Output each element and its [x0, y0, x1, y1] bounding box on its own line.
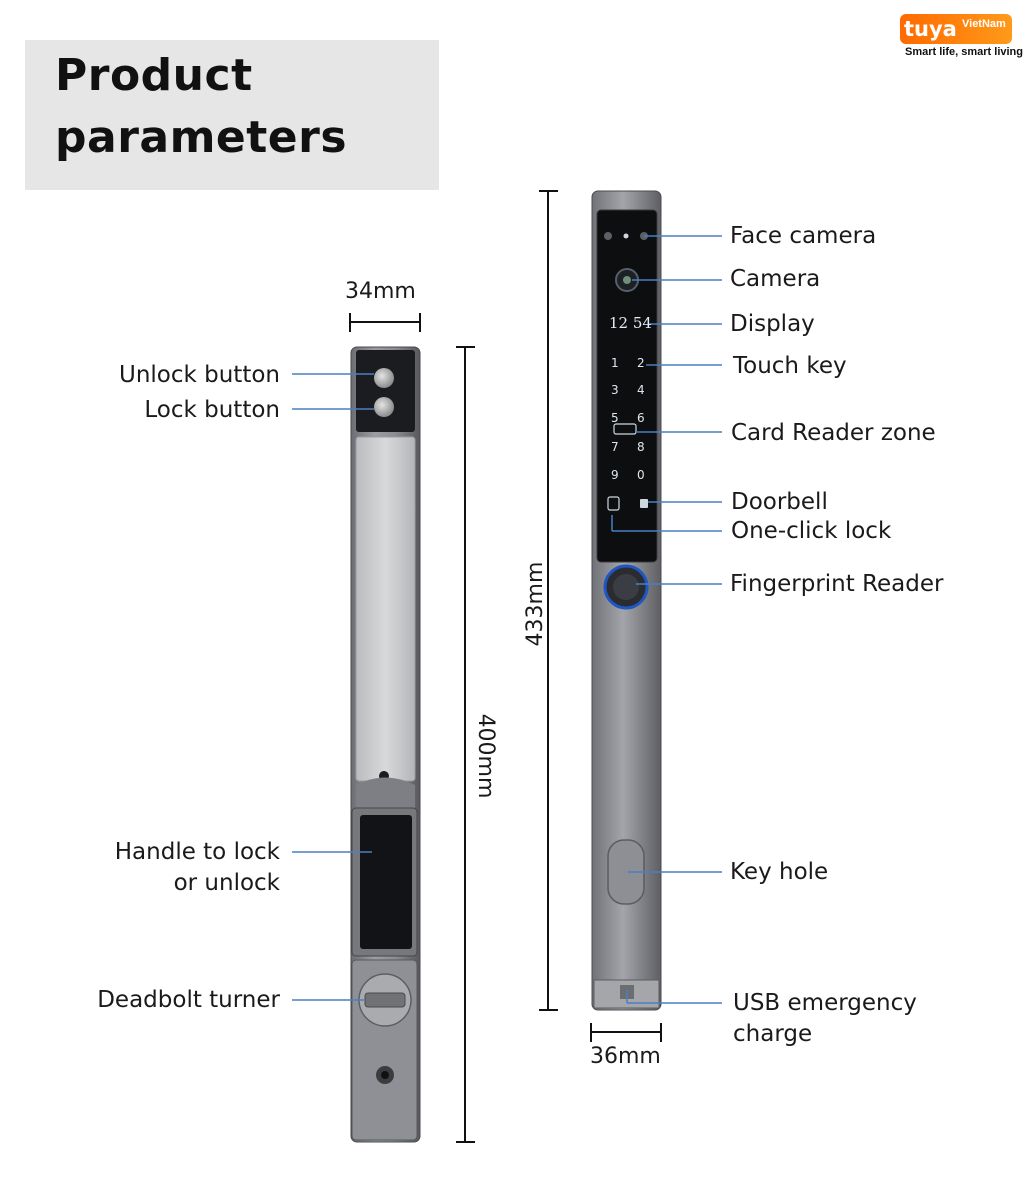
touch-key-4: 4	[637, 383, 645, 397]
right-height-label: 433mm	[523, 561, 548, 647]
display-time: 12 54	[609, 314, 652, 332]
left-dimension-lines	[349, 313, 475, 1143]
card-reader-icon	[613, 423, 637, 435]
callout-display: Display	[730, 311, 815, 337]
touch-key-9: 9	[611, 468, 619, 482]
callout-handle-line-2: or unlock	[173, 870, 280, 896]
brand-name: tuya	[904, 17, 957, 41]
callout-one-click-lock: One-click lock	[731, 518, 892, 544]
callout-handle-line-1: Handle to lock	[114, 839, 280, 865]
brand-region: VietNam	[962, 18, 1006, 30]
right-leader-lines	[611, 235, 722, 1004]
callout-fingerprint-reader: Fingerprint Reader	[730, 571, 944, 597]
left-width-label: 34mm	[345, 279, 416, 304]
right-dimension-lines	[539, 190, 662, 1042]
touch-key-5: 5	[611, 411, 619, 425]
page-title-line-2: parameters	[55, 112, 348, 163]
callout-deadbolt-turner: Deadbolt turner	[97, 987, 280, 1013]
touch-key-2: 2	[637, 356, 645, 370]
lock-button-icon	[374, 397, 394, 417]
touch-key-1: 1	[611, 356, 619, 370]
left-height-label: 400mm	[473, 713, 498, 799]
touch-key-7: 7	[611, 440, 619, 454]
callout-lock-button: Lock button	[144, 397, 280, 423]
touch-key-6: 6	[637, 411, 645, 425]
callout-camera: Camera	[730, 266, 821, 292]
right-width-label: 36mm	[590, 1044, 661, 1069]
touch-key-3: 3	[611, 383, 619, 397]
doorbell-icon	[640, 499, 648, 508]
handle-icon	[360, 815, 412, 949]
callout-key-hole: Key hole	[730, 859, 829, 885]
unlock-button-icon	[374, 368, 394, 388]
touch-key-8: 8	[637, 440, 645, 454]
callout-touch-key: Touch key	[733, 353, 847, 379]
callout-usb-line-2: charge	[733, 1021, 813, 1047]
brand-slogan: Smart life, smart living	[905, 46, 1023, 58]
brand-logo	[900, 14, 1012, 44]
back-lock	[350, 346, 421, 1143]
callout-card-reader-zone: Card Reader zone	[731, 420, 936, 446]
one-click-lock-icon	[607, 496, 620, 511]
page-title-line-1: Product	[55, 50, 253, 101]
left-leader-lines	[292, 373, 374, 1001]
callout-unlock-button: Unlock button	[118, 362, 280, 388]
callout-doorbell: Doorbell	[731, 489, 828, 515]
face-camera-icon	[604, 232, 612, 240]
callout-face-camera: Face camera	[730, 223, 877, 249]
front-lock	[591, 190, 662, 1011]
touch-key-0: 0	[637, 468, 645, 482]
callout-usb-line-1: USB emergency	[733, 990, 917, 1016]
title-background	[25, 40, 439, 190]
